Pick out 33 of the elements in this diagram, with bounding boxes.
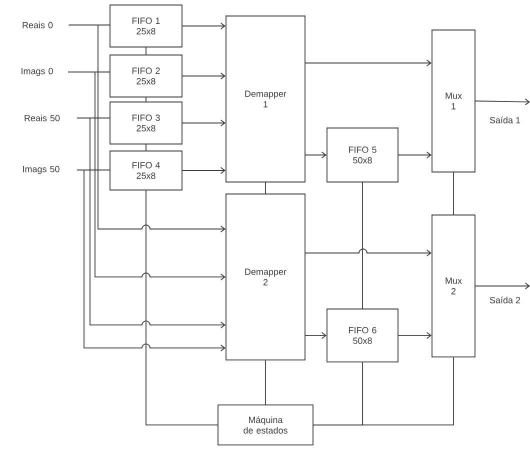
demapper-box: Demapper 2 bbox=[226, 194, 306, 360]
arrow bbox=[398, 332, 432, 339]
arrow bbox=[475, 282, 530, 290]
arrow bbox=[182, 22, 226, 30]
mux-box: Mux 1 bbox=[432, 30, 476, 172]
arrow bbox=[76, 170, 226, 352]
fifo-box: FIFO 6 50x8 bbox=[326, 308, 398, 362]
arrow bbox=[182, 72, 226, 80]
fifo-box: FIFO 3 25x8 bbox=[110, 102, 182, 144]
fifo-box: FIFO 1 25x8 bbox=[110, 4, 182, 48]
arrow bbox=[76, 118, 226, 328]
arrow bbox=[305, 152, 327, 158]
arrow bbox=[398, 152, 432, 158]
fifo-box: FIFO 4 25x8 bbox=[110, 150, 182, 190]
fifo-box: FIFO 5 50x8 bbox=[326, 128, 398, 182]
arrow bbox=[305, 60, 432, 66]
mux-box: Mux 2 bbox=[432, 214, 476, 358]
arrow bbox=[182, 167, 226, 174]
arrow bbox=[68, 72, 226, 280]
input-label: Reais 0 bbox=[22, 22, 53, 28]
edge-label: Saída 2 bbox=[488, 296, 522, 304]
edge-label: Saída 1 bbox=[488, 116, 522, 124]
arrow bbox=[305, 332, 327, 339]
arrow bbox=[182, 120, 226, 126]
demapper-box: Demapper 1 bbox=[226, 16, 306, 182]
arrow bbox=[475, 98, 530, 106]
input-label: Imags 0 bbox=[22, 68, 53, 76]
arrow bbox=[68, 24, 226, 232]
arrow bbox=[305, 248, 432, 256]
input-label: Reais 50 bbox=[24, 114, 60, 122]
fifo-box: FIFO 2 25x8 bbox=[110, 54, 182, 98]
state-machine-box: Máquina de estados bbox=[218, 404, 314, 446]
input-label: Imags 50 bbox=[23, 166, 60, 174]
